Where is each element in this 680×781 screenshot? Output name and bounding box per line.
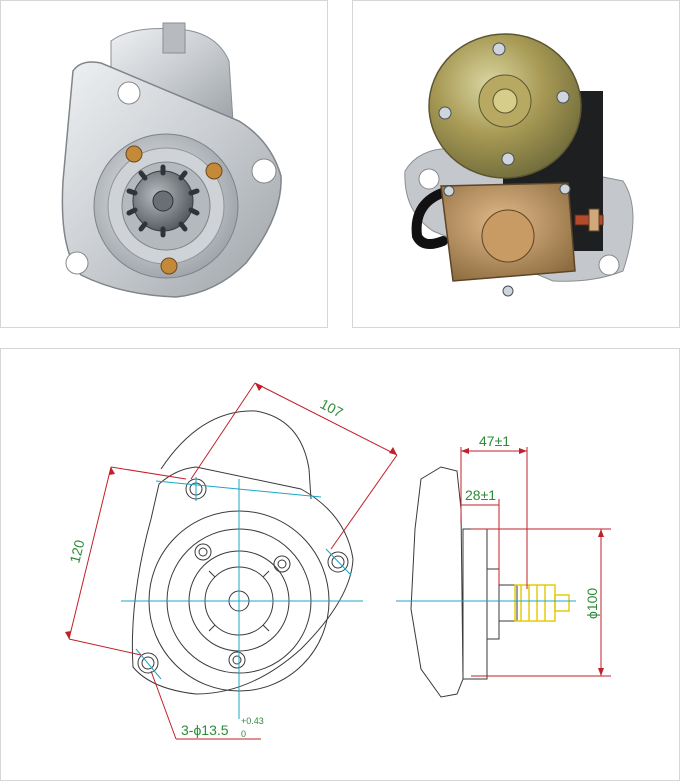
pinion-highlight xyxy=(514,584,570,622)
dim-120: 120 xyxy=(66,538,87,565)
dim-28: 28±1 xyxy=(465,487,496,503)
dimension-drawing-panel: 107 120 47±1 28±1 ϕ100 3-ϕ13.5 +0.43 0 xyxy=(0,348,680,781)
front-photo-panel xyxy=(0,0,328,328)
dim-47: 47±1 xyxy=(479,433,510,449)
pinion-gear xyxy=(126,164,200,238)
dim-holes: 3-ϕ13.5 xyxy=(181,722,229,738)
rear-photo-panel xyxy=(352,0,680,328)
starter-front-photo xyxy=(61,22,282,298)
technical-drawing: 107 120 47±1 28±1 ϕ100 3-ϕ13.5 +0.43 0 xyxy=(65,382,611,740)
dim-holes-tol-upper: +0.43 xyxy=(241,716,264,726)
starter-rear-photo xyxy=(404,33,634,297)
dim-diameter: ϕ100 xyxy=(584,588,600,619)
dim-holes-tol-lower: 0 xyxy=(241,729,246,739)
